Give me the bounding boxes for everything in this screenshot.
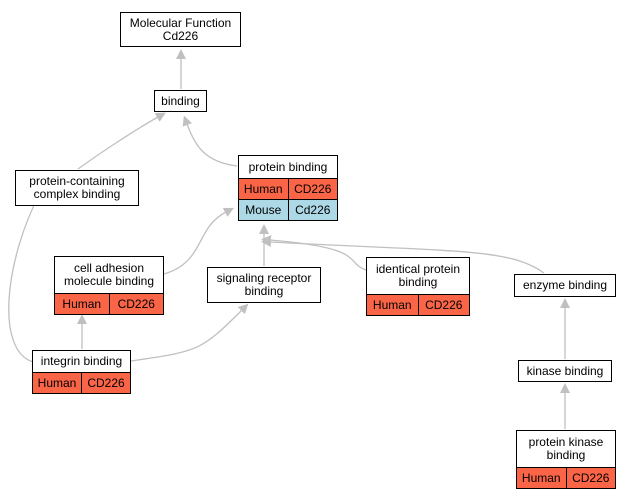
node-kinase-binding[interactable]: kinase binding	[518, 360, 612, 382]
edge-integrin-binding-to-signaling-receptor-binding	[130, 303, 249, 362]
edge-protein-binding-to-binding	[182, 115, 238, 167]
gene-symbol: CD226	[287, 179, 337, 199]
node-title: binding	[161, 93, 200, 108]
node-enzyme-binding[interactable]: enzyme binding	[514, 274, 616, 297]
gene-symbol: CD226	[108, 294, 163, 314]
node-molecular-function[interactable]: Molecular Function Cd226	[120, 12, 241, 47]
node-title: cell adhesion molecule binding	[63, 261, 155, 288]
gene-symbol: Cd226	[287, 200, 337, 220]
species-label: Human	[517, 468, 566, 488]
node-signaling-receptor-binding[interactable]: signaling receptor binding	[207, 267, 321, 303]
node-title: protein binding	[248, 159, 328, 174]
gene-symbol: CD226	[565, 468, 615, 488]
node-title: integrin binding	[40, 354, 123, 368]
edge-enzyme-binding-to-protein-binding	[261, 237, 545, 274]
node-title: signaling receptor binding	[216, 271, 312, 298]
gene-symbol: CD226	[417, 295, 469, 315]
edge-integrin-binding-to-protein-containing-complex-binding	[8, 185, 45, 363]
node-title: identical protein binding	[375, 262, 461, 289]
edge-protein-containing-complex-binding-to-binding	[77, 112, 166, 170]
species-label: Human	[33, 373, 81, 393]
node-protein-containing-complex-binding[interactable]: protein-containing complex binding	[15, 170, 139, 206]
node-binding[interactable]: binding	[154, 90, 207, 112]
node-title: kinase binding	[526, 363, 604, 378]
gene-symbol: CD226	[81, 373, 130, 393]
species-label: Mouse	[239, 200, 288, 220]
edge-cell-adhesion-molecule-binding-to-protein-binding	[163, 207, 234, 275]
species-label: Human	[367, 295, 418, 315]
node-title: protein-containing complex binding	[29, 174, 125, 201]
node-title: protein kinase binding	[528, 435, 604, 462]
node-title: enzyme binding	[522, 278, 608, 292]
species-label: Human	[239, 179, 288, 199]
node-title: Molecular Function Cd226	[129, 15, 232, 43]
species-label: Human	[55, 294, 109, 314]
